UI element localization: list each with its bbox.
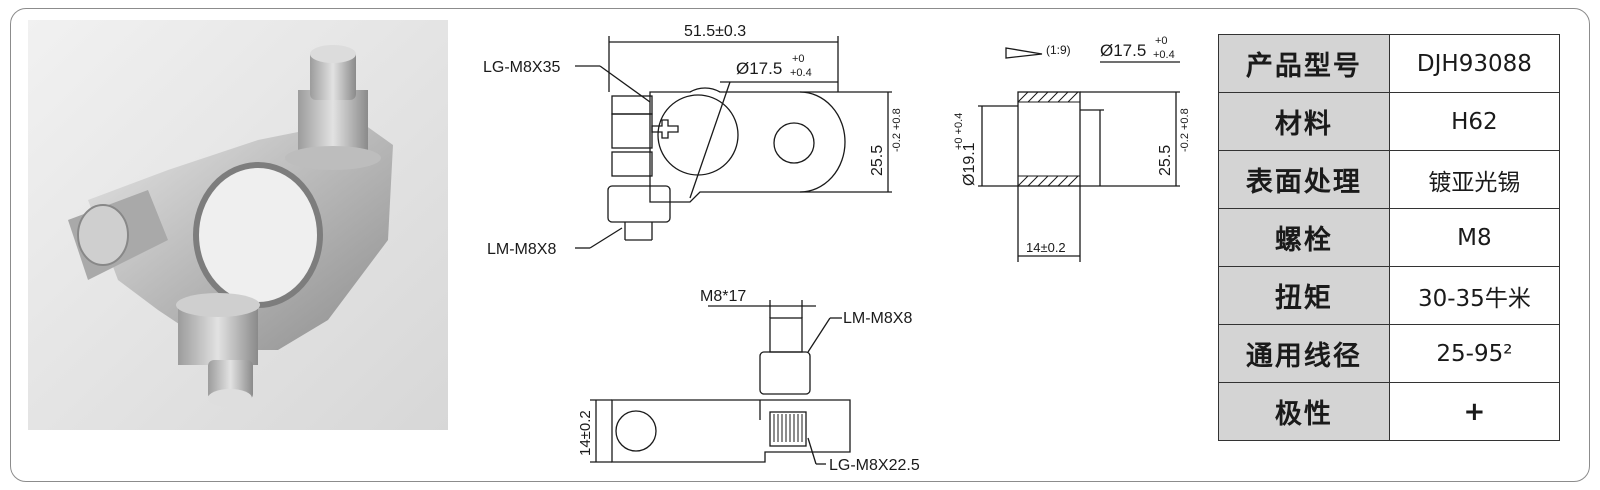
dim-length: 51.5±0.3 <box>684 23 746 40</box>
spec-label: 扭矩 <box>1218 266 1390 325</box>
dim-section-height-tol: -0.2 +0.8 <box>1179 108 1191 152</box>
label-bolt-top: LG-M8X35 <box>483 59 560 76</box>
dim-height: 25.5 <box>869 145 886 176</box>
spec-value: 25-95² <box>1388 324 1561 383</box>
spec-value: M8 <box>1388 208 1561 267</box>
spec-label: 材料 <box>1218 92 1390 151</box>
spec-label: 螺栓 <box>1218 208 1390 267</box>
dim-bore-tol-lower: +0.4 <box>790 67 812 79</box>
dim-height-tol: -0.2 +0.8 <box>891 108 903 152</box>
table-row: 极性 + <box>1218 382 1561 441</box>
spec-label: 极性 <box>1218 382 1390 441</box>
battery-terminal-clamp-photo <box>28 20 448 430</box>
label-nut-side: LM-M8X8 <box>843 310 912 327</box>
spec-value: 30-35牛米 <box>1388 266 1561 325</box>
taper-ratio: (1:9) <box>1046 43 1071 57</box>
spec-label: 表面处理 <box>1218 150 1390 209</box>
spec-table: 产品型号 DJH93088 材料 H62 表面处理 镀亚光锡 螺栓 M8 扭矩 … <box>1218 34 1561 441</box>
table-row: 扭矩 30-35牛米 <box>1218 266 1561 325</box>
spec-value: DJH93088 <box>1388 34 1561 93</box>
spec-value-polarity: + <box>1388 382 1561 441</box>
dim-thread: M8*17 <box>700 288 746 305</box>
label-bolt-side: LG-M8X22.5 <box>829 457 920 474</box>
dim-top-tol-lower: +0.4 <box>1153 49 1175 61</box>
table-row: 材料 H62 <box>1218 92 1561 151</box>
spec-label: 通用线径 <box>1218 324 1390 383</box>
dim-bore-tol-upper: +0 <box>792 53 805 65</box>
dim-top-tol-upper: +0 <box>1155 35 1168 47</box>
dim-bottom-bore: Ø19.1 <box>961 142 978 186</box>
table-row: 通用线径 25-95² <box>1218 324 1561 383</box>
table-row: 螺栓 M8 <box>1218 208 1561 267</box>
table-row: 表面处理 镀亚光锡 <box>1218 150 1561 209</box>
table-row: 产品型号 DJH93088 <box>1218 34 1561 93</box>
spec-label: 产品型号 <box>1218 34 1390 93</box>
dim-section-width: 14±0.2 <box>1026 240 1066 255</box>
dim-bottom-tol: +0 +0.4 <box>953 113 965 150</box>
dim-thickness: 14±0.2 <box>577 410 594 456</box>
dim-section-height: 25.5 <box>1157 145 1174 176</box>
dim-bore: Ø17.5 <box>736 59 782 78</box>
dim-top-bore: Ø17.5 <box>1100 41 1146 60</box>
spec-value: 镀亚光锡 <box>1388 150 1561 209</box>
label-nut-top: LM-M8X8 <box>487 241 556 258</box>
spec-value: H62 <box>1388 92 1561 151</box>
